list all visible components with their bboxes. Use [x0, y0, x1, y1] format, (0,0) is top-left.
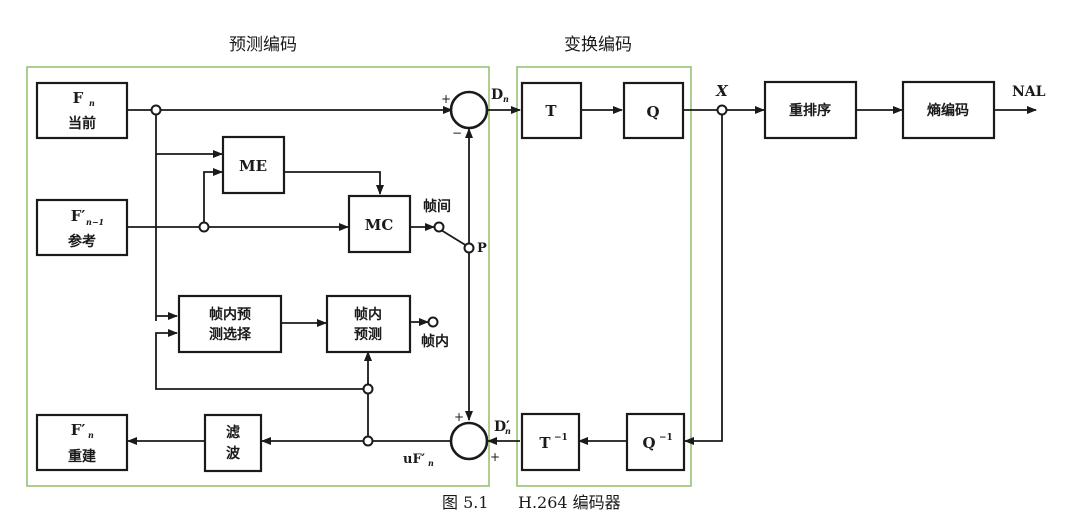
sum1-plus-sign: +: [441, 92, 451, 106]
block-q-inverse: Q −1: [625, 412, 686, 472]
junction-feedback-lower: [362, 435, 374, 447]
dn-prime-sub: n: [505, 426, 511, 436]
t-label: T: [545, 102, 557, 120]
junction-fn: [150, 104, 162, 116]
nal-label: NAL: [1012, 84, 1046, 100]
block-mc: MC: [347, 194, 412, 254]
t-inv-label: T: [539, 434, 551, 452]
ref-label: 参考: [68, 233, 96, 250]
x-label: X: [715, 82, 729, 100]
sum2-plus-right: +: [490, 450, 500, 464]
dn-sub: n: [503, 94, 509, 104]
block-intra-pred: 帧内 预测: [325, 294, 412, 354]
t-inv-sup: −1: [554, 433, 568, 443]
intra-label: 帧内: [421, 333, 449, 350]
block-fn1-reference: F′ n−1 参考: [35, 198, 129, 257]
mc-label: MC: [365, 216, 394, 234]
block-entropy: 熵编码: [901, 80, 996, 140]
sum1-minus-sign: −: [452, 126, 462, 140]
dn-prime-symbol: D′: [494, 419, 510, 435]
switch-arm: [440, 229, 468, 247]
prediction-group-title: 预测编码: [229, 35, 297, 55]
recon-label: 重建: [68, 448, 96, 465]
wire-feedback-to-select: [155, 329, 364, 390]
wire-ref-to-me: [203, 168, 223, 223]
junction-inter: [433, 221, 445, 233]
q-inv-sup: −1: [659, 433, 673, 443]
inter-label: 帧间: [423, 198, 451, 215]
filter-line2: 波: [226, 445, 241, 462]
block-fn-recon: F′ n 重建: [35, 413, 129, 472]
entropy-label: 熵编码: [926, 102, 969, 119]
sum-node-residual: [449, 90, 489, 130]
q-label: Q: [646, 103, 659, 121]
recon-sub: n: [88, 430, 94, 440]
fn-symbol: F: [73, 89, 84, 107]
block-t-inverse: T −1: [520, 412, 581, 472]
wire-me-to-mc: [284, 171, 384, 195]
intra-select-line2: 测选择: [209, 326, 252, 343]
figure-number: 图 5.1: [442, 493, 489, 512]
block-filter: 滤 波: [203, 413, 263, 473]
ufn-symbol: uF′: [403, 452, 426, 467]
recon-symbol: F′: [71, 421, 86, 439]
block-intra-select: 帧内预 测选择: [177, 294, 283, 354]
ref-sub: n−1: [86, 217, 104, 227]
sum-node-reconstruct: [449, 421, 489, 461]
wire-x-to-qinv: [684, 114, 723, 445]
reorder-label: 重排序: [789, 102, 831, 119]
ufn-sub: n: [428, 458, 434, 468]
me-label: ME: [239, 157, 267, 175]
junction-intra: [427, 316, 439, 328]
sum2-plus-top: +: [454, 410, 464, 424]
intra-pred-line2: 预测: [354, 326, 382, 343]
block-me: ME: [221, 135, 286, 195]
prediction-group-frame: [26, 66, 490, 487]
fn-sub: n: [89, 98, 95, 108]
transform-group-title: 变换编码: [564, 35, 632, 55]
figure-caption: H.264 编码器: [518, 493, 621, 512]
dn-symbol: D: [491, 87, 503, 103]
block-q: Q: [622, 81, 685, 140]
block-reorder: 重排序: [763, 80, 858, 140]
filter-line1: 滤: [226, 424, 240, 441]
q-inv-label: Q: [642, 434, 655, 452]
junction-x: [716, 104, 728, 116]
ref-symbol: F′: [71, 207, 86, 225]
junction-ref: [198, 221, 210, 233]
junction-feedback-upper: [362, 383, 374, 395]
intra-select-line1: 帧内预: [209, 306, 251, 323]
block-t: T: [520, 81, 583, 140]
p-label: P: [477, 241, 487, 256]
transform-group-frame: [516, 66, 692, 487]
junction-p: [463, 242, 475, 254]
fn-label: 当前: [68, 115, 96, 132]
intra-pred-line1: 帧内: [354, 306, 382, 323]
block-fn-current: F n 当前: [35, 81, 129, 140]
